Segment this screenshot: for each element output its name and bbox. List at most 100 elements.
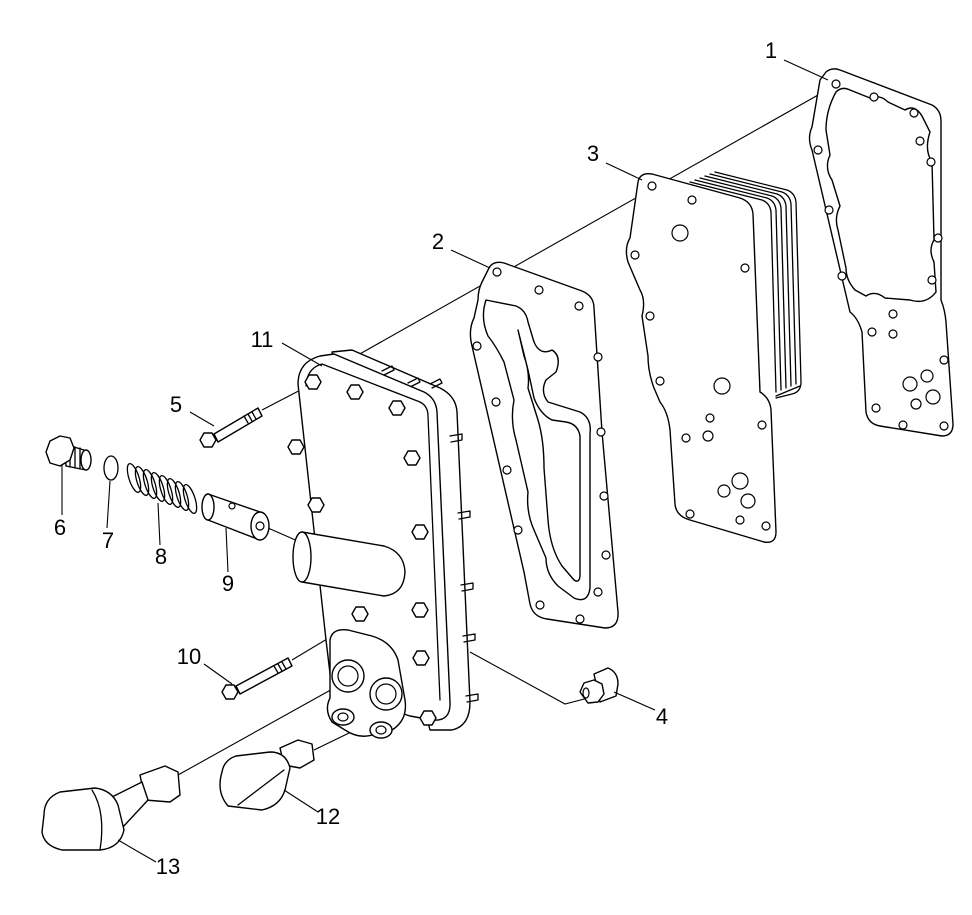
cooler-fin (694, 179, 782, 391)
bolt-hole (740, 263, 750, 273)
part-7-o-ring (103, 455, 119, 481)
callout-label-7: 7 (102, 528, 114, 553)
piston-end (201, 493, 215, 521)
oil-port (731, 472, 749, 490)
bolt-hole (681, 433, 691, 443)
oil-port (920, 369, 934, 383)
part-3-oil-cooler (625, 171, 802, 543)
stud (462, 633, 476, 643)
piston-port (228, 502, 236, 510)
stud (457, 510, 471, 520)
part-5-bolt (199, 407, 263, 448)
part-13-sensor (41, 765, 181, 851)
bolt-hole (898, 420, 908, 430)
hex-bolt-head (388, 400, 406, 416)
housing-front-face (297, 353, 451, 721)
leader-line-5 (189, 411, 215, 427)
bolt-hole (630, 250, 640, 260)
bolt-hole (574, 301, 584, 311)
bolt-hole (869, 92, 879, 102)
bolt-hole (599, 491, 609, 501)
bolt-hole (645, 311, 655, 321)
spring-coil (166, 478, 182, 508)
spring-coil (142, 469, 158, 499)
bolt-hole (813, 145, 823, 155)
bolt-shaft (235, 657, 293, 695)
piston-bore (255, 521, 265, 531)
bolt-hole (871, 403, 881, 413)
oil-port (713, 377, 731, 395)
bolt-hole (593, 587, 603, 597)
callout-labels: 1 2 3 4 5 6 7 8 9 10 11 12 13 (54, 38, 777, 879)
part-6-plug (45, 435, 92, 471)
hex-bolt-head (346, 384, 364, 400)
oil-port (925, 389, 941, 405)
oil-port (740, 493, 756, 509)
stud (381, 365, 395, 376)
cooler-fin-base (775, 385, 801, 397)
hex-bolt-head (287, 439, 305, 455)
bolt-hole (655, 376, 665, 386)
gasket-2-inner-bead (517, 329, 581, 582)
hex-bolt-head (351, 606, 369, 622)
hex-bolt-head (403, 450, 421, 466)
leader-line-13 (117, 839, 157, 863)
stud (449, 433, 463, 443)
callout-label-13: 13 (156, 854, 180, 879)
fitting-bore (582, 687, 590, 699)
cooler-fin (709, 173, 797, 385)
bolt-hole (867, 327, 877, 337)
stud (407, 377, 421, 388)
cooler-fin (714, 171, 802, 399)
part-12-sensor (219, 739, 315, 811)
leader-line-8 (157, 502, 161, 546)
bolt-hole (757, 420, 767, 430)
callout-label-8: 8 (155, 544, 167, 569)
spring-coil (126, 463, 142, 493)
leader-line-10 (203, 663, 233, 685)
leader-line-7 (106, 480, 111, 529)
bolt-hole (502, 465, 512, 475)
alignment-line (357, 85, 835, 356)
sensor-13-alignment-line (177, 681, 346, 776)
bolt-hole (596, 427, 606, 437)
part-9-piston (201, 493, 270, 541)
leader-line-9 (225, 527, 229, 573)
fitting-connection-line (469, 651, 589, 705)
leader-line-12 (283, 789, 319, 813)
part-8-spring (126, 463, 198, 514)
bolt-hole (472, 341, 482, 351)
bolt-hole (593, 352, 603, 362)
bolt-hole (492, 267, 502, 277)
leader-lines (61, 59, 829, 863)
sensor-head-edge (91, 789, 103, 851)
housing-bolt-heads (287, 374, 437, 726)
gasket-2-holes (472, 267, 611, 624)
bolt-hole (927, 275, 937, 285)
bolt-hole (831, 79, 841, 89)
bolt-hole (888, 329, 898, 339)
hex-bolt-head (419, 710, 437, 726)
gasket-1-cutout (825, 87, 937, 303)
bolt-hole (915, 136, 925, 146)
bolt-hole (685, 509, 695, 519)
leader-line-2 (450, 249, 491, 269)
filter-head-port (375, 683, 397, 705)
mounting-boss-hole (337, 712, 349, 722)
bolt-hole (705, 413, 715, 423)
bolt-thread (243, 411, 257, 424)
stud (429, 378, 443, 389)
bolt-hole (837, 271, 847, 281)
spring-coil (150, 472, 166, 502)
bolt-hole (888, 309, 898, 319)
hex-bolt-head (199, 432, 217, 448)
mounting-boss-hole (375, 725, 387, 735)
hex-bolt-head (221, 684, 239, 700)
bolt-hole (601, 550, 611, 560)
valve-bore-opening (292, 531, 312, 583)
piston-alignment-line (267, 527, 301, 543)
bolt-hole (513, 525, 523, 535)
bolt-hole (824, 205, 834, 215)
oil-port (717, 484, 731, 498)
